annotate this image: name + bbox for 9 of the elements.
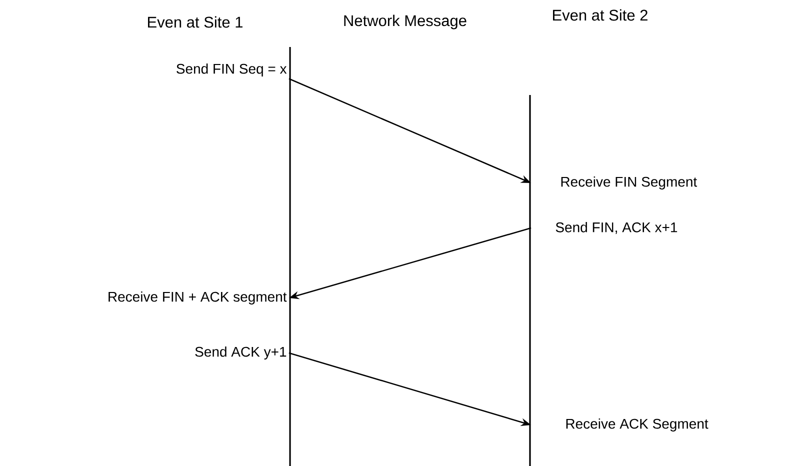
event-label: Receive ACK Segment	[566, 418, 708, 432]
event-label: Send FIN Seq = x	[176, 63, 287, 77]
column-heading: Even at Site 2	[553, 9, 648, 21]
column-heading: Even at Site 1	[148, 16, 242, 28]
column-heading: Network Message	[344, 14, 466, 30]
event-label: Receive FIN Segment	[561, 176, 698, 190]
event-label: Send ACK y+1	[195, 346, 286, 360]
event-label: Send FIN, ACK x+1	[556, 222, 678, 234]
event-label: Receive FIN + ACK segment	[108, 291, 287, 305]
